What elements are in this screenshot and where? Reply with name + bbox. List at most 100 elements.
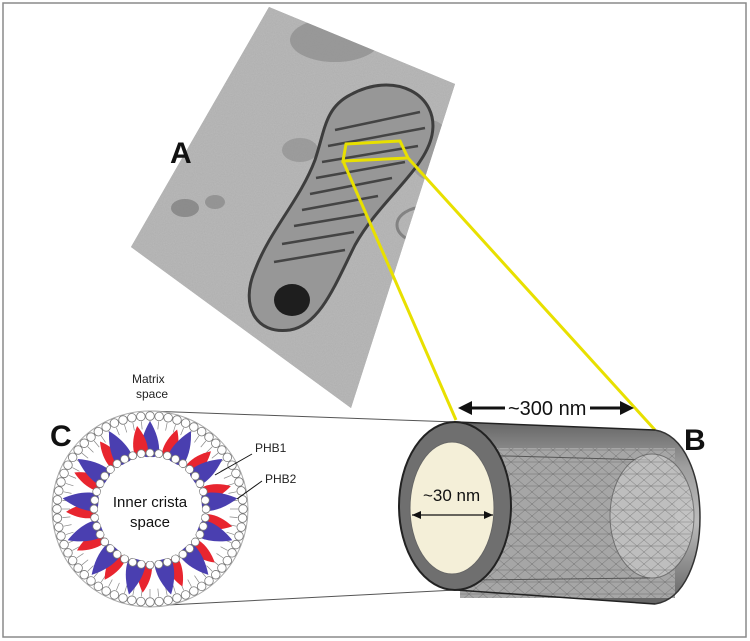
outer-lipid-head bbox=[189, 586, 199, 596]
inner-lipid-head bbox=[145, 560, 155, 570]
outer-lipid-head bbox=[54, 522, 64, 532]
outer-lipid-tail bbox=[87, 446, 94, 453]
inner-lipid-head bbox=[154, 449, 164, 459]
inner-lipid-head bbox=[95, 530, 105, 539]
outer-lipid-tail bbox=[228, 491, 237, 494]
outer-lipid-head bbox=[73, 563, 83, 573]
outer-lipid-head bbox=[180, 418, 191, 428]
outer-lipid-tail bbox=[200, 440, 207, 448]
outer-lipid-tail bbox=[141, 421, 143, 430]
outer-lipid-head bbox=[118, 415, 128, 425]
inner-lipid-head bbox=[195, 479, 205, 488]
inner-lipid-head bbox=[200, 495, 210, 505]
inner-lipid-head bbox=[92, 487, 102, 497]
outer-lipid-head bbox=[52, 495, 63, 505]
outer-lipid-tail bbox=[93, 440, 100, 448]
inner-lipid-head bbox=[112, 459, 122, 469]
inner-lipid-head bbox=[178, 459, 188, 469]
outer-lipid-head bbox=[189, 422, 199, 432]
inner-crista-label-line1: Inner crista bbox=[113, 494, 188, 511]
outer-lipid-head bbox=[86, 576, 96, 586]
outer-lipid-head bbox=[67, 555, 78, 566]
outer-lipid-tail bbox=[180, 427, 184, 436]
inner-lipid-head bbox=[145, 448, 155, 458]
outer-lipid-head bbox=[79, 570, 89, 580]
diameter-label: ~30 nm bbox=[423, 486, 480, 505]
outer-lipid-tail bbox=[206, 446, 213, 453]
outer-lipid-head bbox=[127, 413, 137, 423]
cross-section-connectors bbox=[147, 410, 457, 607]
outer-lipid-head bbox=[127, 595, 137, 605]
outer-lipid-head bbox=[145, 411, 155, 421]
outer-lipid-tail bbox=[165, 422, 168, 431]
phb2-unit bbox=[201, 492, 238, 512]
inner-lipid-head bbox=[92, 521, 102, 531]
inner-lipid-head bbox=[112, 549, 122, 559]
outer-lipid-head bbox=[204, 432, 214, 442]
inner-lipid-head bbox=[190, 471, 200, 481]
outer-lipid-tail bbox=[132, 422, 135, 431]
outer-lipid-head bbox=[196, 581, 207, 592]
outer-lipid-tail bbox=[63, 491, 72, 494]
inner-lipid-head bbox=[201, 504, 211, 514]
outer-lipid-head bbox=[79, 438, 89, 448]
outer-lipid-head bbox=[211, 570, 221, 580]
outer-lipid-head bbox=[196, 426, 207, 437]
outer-lipid-tail bbox=[62, 516, 71, 518]
outer-lipid-head bbox=[236, 486, 246, 496]
outer-lipid-head bbox=[136, 411, 146, 422]
outer-lipid-head bbox=[237, 513, 248, 523]
outer-lipid-head bbox=[154, 596, 164, 607]
outer-lipid-tail bbox=[157, 588, 159, 597]
outer-lipid-head bbox=[63, 548, 73, 558]
inner-lipid-head bbox=[120, 454, 129, 464]
inner-lipid-head bbox=[198, 521, 208, 531]
outer-lipid-tail bbox=[124, 585, 128, 594]
outer-lipid-head bbox=[154, 411, 164, 422]
outer-lipid-tail bbox=[220, 546, 228, 551]
inner-lipid-head bbox=[162, 451, 172, 461]
inner-lipid-head bbox=[198, 487, 208, 497]
inner-crista-label-line2: space bbox=[130, 514, 170, 531]
outer-lipid-tail bbox=[226, 531, 235, 535]
outer-lipid-head bbox=[86, 432, 96, 442]
outer-lipid-head bbox=[234, 531, 244, 541]
phb2-pointer bbox=[236, 480, 263, 500]
outer-lipid-tail bbox=[100, 435, 106, 443]
outer-lipid-head bbox=[217, 563, 227, 573]
matrix-space-label-line1: Matrix bbox=[132, 372, 165, 386]
outer-lipid-head bbox=[204, 576, 214, 586]
inner-lipid-head bbox=[190, 537, 200, 547]
inner-lipid-head bbox=[185, 465, 194, 474]
inner-lipid-head bbox=[95, 479, 105, 488]
outer-lipid-tail bbox=[63, 524, 72, 527]
outer-lipid-head bbox=[109, 418, 120, 428]
outer-lipid-head bbox=[54, 486, 64, 496]
outer-lipid-head bbox=[172, 415, 182, 425]
outer-lipid-tail bbox=[124, 424, 128, 433]
inner-lipid-head bbox=[90, 495, 100, 505]
outer-lipid-tail bbox=[216, 553, 224, 559]
inner-lipid-head bbox=[90, 513, 100, 523]
inner-lipid-head bbox=[185, 544, 194, 553]
outer-lipid-head bbox=[236, 522, 246, 532]
outer-lipid-tail bbox=[229, 516, 238, 518]
outer-lipid-head bbox=[231, 539, 241, 550]
phb1-label: PHB1 bbox=[255, 441, 287, 455]
phb2-label: PHB2 bbox=[265, 472, 297, 486]
inner-lipid-head bbox=[154, 559, 164, 569]
inner-lipid-head bbox=[171, 454, 180, 464]
crista-cylinder bbox=[398, 421, 701, 605]
outer-lipid-head bbox=[93, 426, 104, 437]
outer-lipid-head bbox=[238, 504, 248, 514]
outer-lipid-head bbox=[101, 586, 111, 596]
diameter-marker bbox=[412, 511, 493, 519]
outer-lipid-head bbox=[109, 590, 120, 600]
outer-lipid-tail bbox=[132, 587, 135, 596]
outer-lipid-head bbox=[163, 413, 173, 423]
outer-lipid-head bbox=[231, 468, 241, 479]
inner-lipid-head bbox=[128, 557, 138, 567]
outer-lipid-head bbox=[163, 595, 173, 605]
outer-lipid-head bbox=[180, 590, 191, 600]
outer-lipid-tail bbox=[157, 421, 159, 430]
